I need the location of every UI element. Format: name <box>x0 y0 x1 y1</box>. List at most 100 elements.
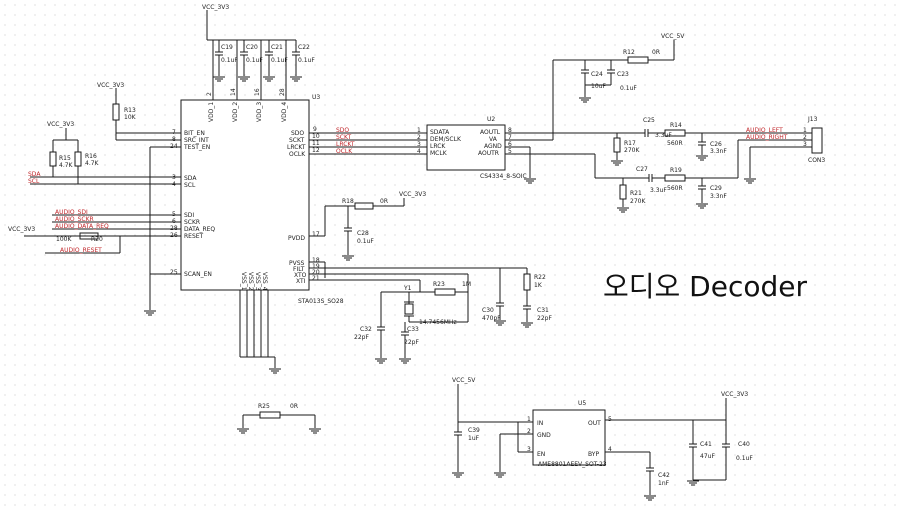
svg-text:1uF: 1uF <box>468 435 480 442</box>
svg-text:SCL: SCL <box>184 182 196 189</box>
svg-text:C31: C31 <box>537 307 549 314</box>
svg-text:C27: C27 <box>636 166 648 173</box>
svg-text:10uF: 10uF <box>591 83 606 90</box>
svg-text:LRCKT: LRCKT <box>336 141 355 148</box>
svg-text:VSS_1: VSS_1 <box>240 272 247 291</box>
svg-text:VCC_3V3: VCC_3V3 <box>97 82 124 89</box>
svg-text:VSS_3: VSS_3 <box>254 272 261 291</box>
svg-text:VCC_3V3: VCC_3V3 <box>8 226 35 233</box>
svg-text:22pF: 22pF <box>537 315 552 322</box>
svg-text:2: 2 <box>417 134 421 141</box>
svg-text:C20: C20 <box>246 44 258 51</box>
svg-text:OUT: OUT <box>588 420 601 427</box>
svg-text:0.1uF: 0.1uF <box>357 238 374 245</box>
net-scl: SCL <box>28 178 40 185</box>
page-title: 오디오 Decoder <box>603 270 807 303</box>
svg-text:18: 18 <box>312 257 320 264</box>
svg-text:7: 7 <box>508 134 512 141</box>
svg-text:9: 9 <box>313 126 317 133</box>
svg-text:AOUTL: AOUTL <box>480 129 501 136</box>
svg-text:5: 5 <box>508 148 512 155</box>
svg-text:0.1uF: 0.1uF <box>620 85 637 92</box>
svg-text:C32: C32 <box>360 326 372 333</box>
svg-text:20: 20 <box>312 269 320 276</box>
svg-text:DATA_REQ: DATA_REQ <box>184 226 215 233</box>
svg-text:R17: R17 <box>624 140 636 147</box>
svg-text:3: 3 <box>527 446 531 453</box>
svg-text:IN: IN <box>537 420 543 427</box>
svg-text:0.1uF: 0.1uF <box>736 455 753 462</box>
svg-text:28: 28 <box>279 88 286 96</box>
svg-text:22pF: 22pF <box>354 334 369 341</box>
svg-text:U2: U2 <box>487 116 495 123</box>
svg-text:3.3nF: 3.3nF <box>710 193 727 200</box>
svg-text:SCKT: SCKT <box>289 137 304 144</box>
svg-text:0.1uF: 0.1uF <box>246 57 263 64</box>
svg-text:1: 1 <box>417 127 421 134</box>
svg-text:AUDIO_SDI: AUDIO_SDI <box>55 209 88 216</box>
svg-text:C29: C29 <box>710 185 722 192</box>
svg-text:C23: C23 <box>617 71 629 78</box>
svg-text:R23: R23 <box>433 281 445 288</box>
svg-text:0.1uF: 0.1uF <box>221 57 238 64</box>
svg-text:22pF: 22pF <box>404 339 419 346</box>
svg-text:VCC_5V: VCC_5V <box>452 377 476 384</box>
svg-text:BYP: BYP <box>588 451 599 458</box>
svg-text:J13: J13 <box>807 116 818 123</box>
svg-text:R14: R14 <box>670 122 682 129</box>
svg-text:SCAN_EN: SCAN_EN <box>184 271 212 278</box>
svg-text:OCLK: OCLK <box>289 151 306 158</box>
svg-text:VSS_4: VSS_4 <box>261 272 268 291</box>
svg-text:VCC_3V3: VCC_3V3 <box>202 4 229 11</box>
svg-text:VDD_1: VDD_1 <box>208 102 215 122</box>
svg-text:4.7K: 4.7K <box>85 160 100 167</box>
audio-control-nets: AUDIO_SDI AUDIO_SCKR AUDIO_DATA_REQ VCC_… <box>8 209 181 275</box>
svg-text:10K: 10K <box>124 114 137 121</box>
svg-text:10: 10 <box>312 133 320 140</box>
svg-text:16: 16 <box>254 88 261 96</box>
svg-text:C26: C26 <box>710 141 722 148</box>
svg-text:R21: R21 <box>630 190 642 197</box>
svg-text:C40: C40 <box>738 441 750 448</box>
svg-text:6: 6 <box>508 141 512 148</box>
svg-text:C33: C33 <box>407 326 419 333</box>
svg-text:2: 2 <box>206 92 213 96</box>
svg-text:270K: 270K <box>630 198 646 205</box>
svg-text:AGND: AGND <box>484 143 502 150</box>
svg-text:R18: R18 <box>342 198 354 205</box>
svg-text:2: 2 <box>803 134 807 141</box>
svg-text:3.3nF: 3.3nF <box>710 148 727 155</box>
svg-text:14: 14 <box>230 88 237 96</box>
svg-text:OCLK: OCLK <box>336 148 353 155</box>
svg-text:R25: R25 <box>258 403 270 410</box>
svg-text:AUDIO_DATA_REQ: AUDIO_DATA_REQ <box>55 223 109 230</box>
svg-text:VCC_5V: VCC_5V <box>661 33 685 40</box>
svg-text:FILT: FILT <box>293 266 305 273</box>
svg-text:19: 19 <box>312 263 320 270</box>
svg-text:LRCK: LRCK <box>430 143 446 150</box>
svg-text:0.1uF: 0.1uF <box>271 57 288 64</box>
svg-text:1M: 1M <box>462 281 471 288</box>
svg-text:U5: U5 <box>578 400 586 407</box>
net-sda: SDA <box>28 171 41 178</box>
svg-text:R15: R15 <box>59 155 71 162</box>
svg-text:3: 3 <box>417 141 421 148</box>
svg-text:SDO: SDO <box>291 130 304 137</box>
svg-text:0R: 0R <box>290 403 298 410</box>
svg-text:3: 3 <box>803 141 807 148</box>
svg-text:SDI: SDI <box>184 212 194 219</box>
svg-text:100K: 100K <box>56 236 72 243</box>
u5-ldo-regulator: U5 AME8801AEEV_SOT-23 IN GND EN OUT BYP … <box>451 377 753 501</box>
svg-text:3.3uF: 3.3uF <box>650 187 667 194</box>
svg-text:270K: 270K <box>624 147 640 154</box>
svg-text:EN: EN <box>537 451 545 458</box>
svg-text:BIT_EN: BIT_EN <box>184 130 205 137</box>
svg-text:VDD_2: VDD_2 <box>232 102 239 122</box>
svg-text:Y1: Y1 <box>403 285 412 292</box>
svg-text:AME8801AEEV_SOT-23: AME8801AEEV_SOT-23 <box>538 461 607 468</box>
